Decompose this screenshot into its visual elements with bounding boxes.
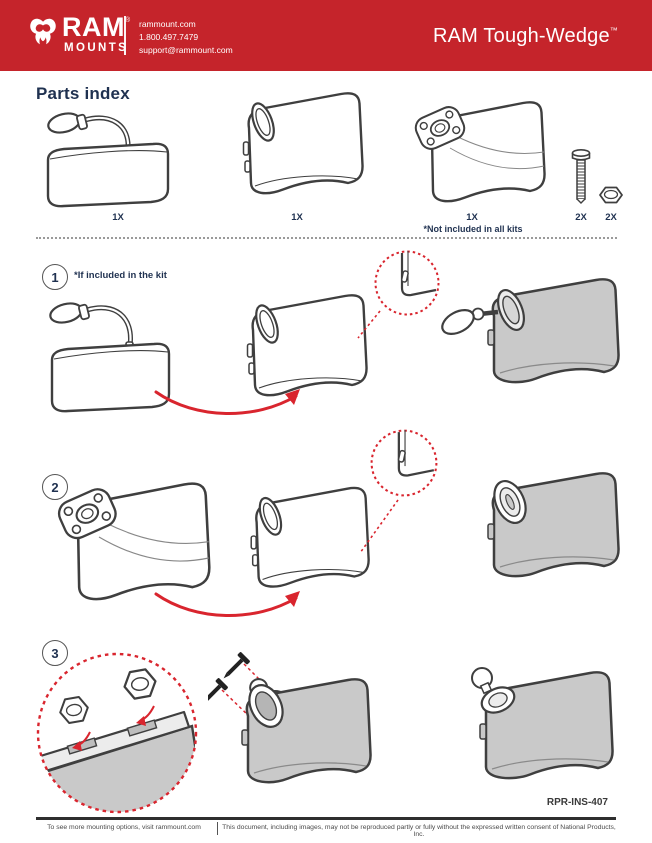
header-divider [124,16,126,55]
step-1-note: *If included in the kit [74,270,167,281]
air-pump-bladder-step1-illustration [49,302,171,413]
step-3-badge: 3 [42,640,68,666]
callout-leader-step2 [359,499,399,554]
footer-rule [36,817,616,820]
logo-primary-text: RAM [62,12,125,42]
wedge-with-ball-installed-illustration [471,667,614,780]
qty-label-case: 1X [291,212,303,223]
insert-arrow-step1 [154,389,300,415]
not-included-note: *Not included in all kits [423,224,523,234]
wedge-step3-target-illustration [241,678,372,784]
step-1-number: 1 [51,269,59,285]
footer-mounting-options-text: To see more mounting options, visit ramm… [47,824,201,831]
wedge-with-pump-installed-illustration [441,278,620,384]
phone-number: 1.800.497.7479 [139,32,199,42]
qty-label-pump: 1X [112,212,124,223]
wedge-with-plate-installed-illustration [487,472,620,578]
insert-arrow-step2 [154,591,300,617]
step-2-number: 2 [51,479,59,495]
parts-index-title: Parts index [36,84,130,103]
nut-rail-detail-callout [36,652,198,814]
wedge-case-illustration [242,92,364,195]
zipper-corner-callout-step1 [374,250,440,316]
wedge-with-ball-plate-illustration [414,101,546,203]
zipper-corner-callout-step2 [370,429,438,497]
wedge-case-step1-illustration [246,294,368,397]
product-title: RAM Tough-Wedge™ [432,25,618,47]
wedge-with-ball-plate-step2-illustration [57,482,211,601]
ram-mounts-logo: RAM® MOUNTS [28,14,130,55]
ram-head-icon [30,18,56,45]
step-1-badge: 1 [42,264,68,290]
website-link[interactable]: rammount.com [139,19,196,29]
step-2-badge: 2 [42,474,68,500]
qty-label-nut: 2X [605,212,617,223]
screw-illustration [571,148,591,204]
header-bar: RAM® MOUNTS rammount.com 1.800.497.7479 … [0,0,652,71]
callout-leader-step1 [357,310,381,339]
qty-label-wedge-ball: 1X [466,212,478,223]
step-3-number: 3 [51,645,59,661]
wedge-case-step2-illustration [250,486,370,588]
footer-divider [217,822,218,835]
registered-mark: ® [125,17,131,24]
logo-secondary-text: MOUNTS [64,42,129,54]
footer-copyright-text: This document, including images, may not… [222,824,616,838]
document-code: RPR-INS-407 [546,797,608,808]
nut-illustration [599,186,623,204]
support-email-link[interactable]: support@rammount.com [139,45,233,55]
section-divider [36,237,617,239]
air-pump-bladder-illustration [46,112,170,208]
qty-label-screw: 2X [575,212,587,223]
trademark-symbol: ™ [609,26,618,35]
